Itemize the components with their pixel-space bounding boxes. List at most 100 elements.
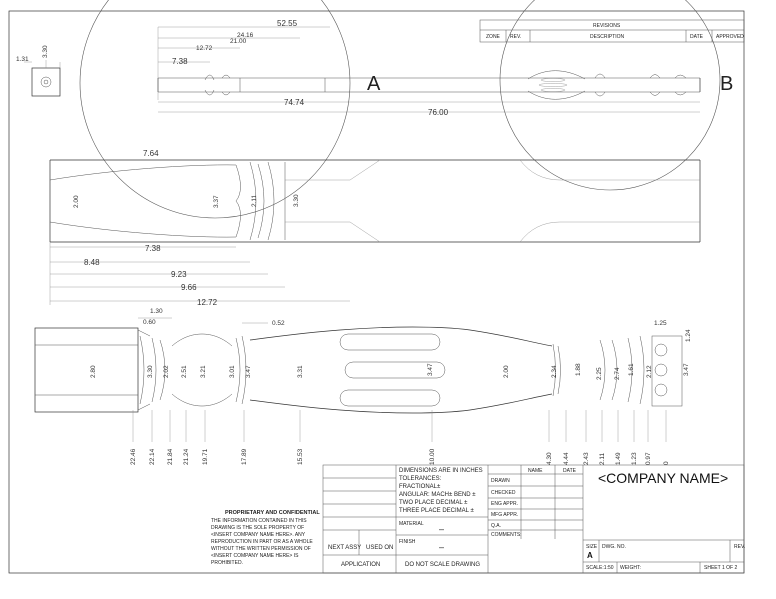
dim-9-23: 9.23 [171, 270, 187, 279]
dim-12-72-top: 12.72 [196, 45, 213, 52]
detail-circle-a [79, 0, 351, 219]
finish-value: – [439, 542, 444, 552]
dim-2-00-a: 2.00 [73, 195, 80, 208]
top-view-dimensions: 52.55 24.16 21.00 12.72 7.38 74.74 76.00 [157, 19, 700, 117]
two-place-tol: TWO PLACE DECIMAL ± [399, 500, 468, 506]
proprietary-line: <INSERT COMPANY NAME HERE>. ANY [211, 532, 306, 538]
revisions-table: REVISIONS ZONE REV. DESCRIPTION DATE APP… [479, 19, 745, 43]
rev-col-zone: ZONE [486, 34, 501, 40]
dim-9-66: 9.66 [181, 283, 197, 292]
dia-3-01: 3.01 [229, 365, 236, 378]
dim-52-55: 52.55 [277, 19, 298, 28]
station-dim: 19.71 [202, 448, 209, 465]
sheet-label: SHEET 1 OF 2 [704, 565, 737, 571]
station-dim: 2.11 [599, 452, 606, 465]
dim-1-25: 1.25 [654, 320, 667, 327]
dia-2-80: 2.80 [90, 365, 97, 378]
proprietary-heading: PROPRIETARY AND CONFIDENTIAL [225, 510, 320, 516]
dim-21-00: 21.00 [230, 38, 247, 45]
dia-3-47-b: 3.47 [427, 363, 434, 376]
proprietary-block: PROPRIETARY AND CONFIDENTIAL THE INFORMA… [211, 510, 320, 566]
used-on-label: USED ON [366, 545, 393, 551]
drawn-label: DRAWN [491, 478, 510, 484]
station-dim: 1.23 [631, 452, 638, 465]
station-dim: 21.84 [167, 448, 174, 465]
dim-3-30-side: 3.30 [42, 45, 49, 58]
proprietary-line: REPRODUCTION IN PART OR AS A WHOLE [211, 539, 313, 545]
end-view: 1.31 3.30 [16, 45, 61, 97]
company-name: <COMPANY NAME> [598, 470, 728, 486]
rev-col-date: DATE [690, 34, 704, 40]
dia-3-47-a: 3.47 [245, 365, 252, 378]
application-label: APPLICATION [341, 562, 380, 568]
station-dim: 4.44 [563, 452, 570, 465]
revisions-title: REVISIONS [593, 23, 621, 29]
station-dim: 0.97 [645, 452, 652, 465]
dim-3-30-a: 3.30 [293, 194, 300, 207]
no-scale-note: DO NOT SCALE DRAWING [405, 562, 480, 568]
detail-circle-b [499, 0, 721, 191]
station-dim: 21.24 [183, 448, 190, 465]
dia-3-31: 3.31 [297, 365, 304, 378]
detail-label-a: A [367, 73, 381, 95]
weight-label: WEIGHT: [620, 565, 641, 571]
dims-note: DIMENSIONS ARE IN INCHES [399, 468, 483, 474]
dim-24-16: 24.16 [237, 32, 254, 39]
dim-1-24: 1.24 [685, 329, 692, 342]
dim-1-30: 1.30 [150, 308, 163, 315]
dim-7-38-top: 7.38 [172, 57, 188, 66]
station-dim: 17.89 [241, 448, 248, 465]
mfg-appr-label: MFG APPR. [491, 512, 518, 518]
dim-7-64: 7.64 [143, 149, 159, 158]
dia-2-12: 2.12 [646, 365, 653, 378]
checked-label: CHECKED [491, 490, 516, 496]
dim-2-11-a: 2.11 [251, 194, 258, 207]
size-value: A [587, 551, 593, 560]
detail-a-view: 7.64 2.00 3.37 2.11 3.30 [49, 149, 701, 243]
station-dimensions: 22.46 22.14 21.84 21.24 19.71 17.89 15.53 10.00… [130, 410, 670, 465]
dim-7-38-a: 7.38 [145, 244, 161, 253]
qa-label: Q.A. [491, 523, 501, 529]
station-dim: 2.43 [583, 452, 590, 465]
col-date: DATE [563, 468, 577, 474]
dia-3-47-c: 3.47 [683, 363, 690, 376]
dwg-no-label: DWG. NO. [602, 544, 626, 550]
rev-label: REV. [734, 544, 745, 550]
station-dim: 22.46 [130, 448, 137, 465]
finish-label: FINISH [399, 539, 416, 545]
dia-1-61: 1.61 [628, 363, 635, 376]
proprietary-line: WITHOUT THE WRITTEN PERMISSION OF [211, 546, 311, 552]
size-label: SIZE [586, 544, 598, 550]
eng-appr-label: ENG APPR. [491, 501, 518, 507]
proprietary-line: THE INFORMATION CONTAINED IN THIS [211, 518, 307, 524]
dia-2-00: 2.00 [503, 365, 510, 378]
dia-2-02: 2.02 [163, 365, 170, 378]
dim-3-37: 3.37 [213, 195, 220, 208]
station-dim: 0 [663, 461, 670, 465]
dia-2-25: 2.25 [596, 367, 603, 380]
angular-tol: ANGULAR: MACH± BEND ± [399, 492, 476, 498]
dim-8-48: 8.48 [84, 258, 100, 267]
rev-col-description: DESCRIPTION [590, 34, 625, 40]
material-value: – [439, 524, 444, 534]
station-dim: 4.30 [546, 452, 553, 465]
dim-0-52: 0.52 [272, 320, 285, 327]
next-assy-label: NEXT ASSY [328, 545, 361, 551]
sheet-border [8, 10, 745, 574]
proprietary-line: PROHIBITED. [211, 560, 243, 566]
proprietary-line: DRAWING IS THE SOLE PROPERTY OF [211, 525, 304, 531]
lower-view-spindle [34, 326, 683, 414]
col-name: NAME [528, 468, 543, 474]
material-label: MATERIAL [399, 521, 424, 527]
dia-2-34: 2.34 [551, 365, 558, 378]
detail-a-dimensions: 7.38 8.48 9.23 9.66 12.72 [49, 242, 350, 307]
tolerances-label: TOLERANCES: [399, 476, 442, 482]
station-dim: 15.53 [297, 448, 304, 465]
rev-col-approved: APPROVED [716, 34, 744, 40]
dim-74-74: 74.74 [284, 98, 305, 107]
top-view-spindle [157, 70, 701, 100]
station-dim: 22.14 [149, 448, 156, 465]
scale-label: SCALE:1:50 [586, 565, 614, 571]
station-dim: 10.00 [429, 448, 436, 465]
